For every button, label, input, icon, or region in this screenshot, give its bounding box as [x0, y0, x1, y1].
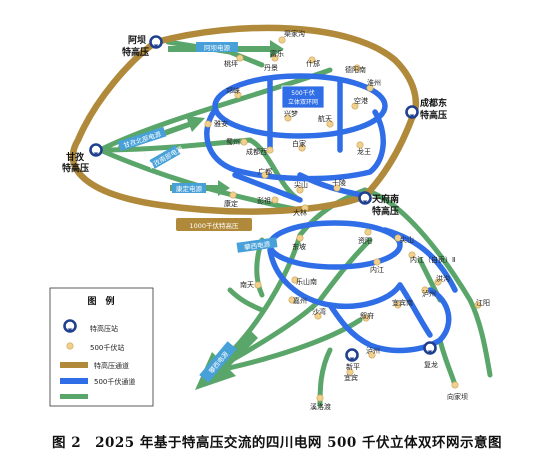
- station-label: 蜀州: [226, 138, 240, 146]
- svg-text:新平: 新平: [346, 362, 360, 371]
- station-label: 叙府: [360, 311, 374, 320]
- legend-label: 500千伏站: [90, 343, 124, 352]
- station-dot: [204, 120, 212, 128]
- station-dot: [271, 196, 279, 204]
- station-label: 尖山: [294, 180, 308, 189]
- uhv-ring: 1000千伏特高压: [69, 24, 420, 231]
- station-label: 江阳: [476, 298, 490, 307]
- station-label: 什邡: [306, 59, 320, 68]
- uhv-marker-icon: [89, 143, 103, 157]
- uhv-stations: 阿坝 特高压 甘孜 特高压 成都东 特高压 天府南 特高压 新平 复龙: [62, 34, 447, 371]
- station-label: 嘉州: [293, 296, 307, 305]
- svg-text:500千伏: 500千伏: [291, 89, 314, 97]
- station-dot: [229, 191, 237, 199]
- legend-label: 特高压站: [90, 324, 118, 333]
- ring-title: 500千伏 立体双环网: [281, 85, 325, 109]
- channel-aba: 阿坝电源: [204, 43, 231, 52]
- station-label: 桃坪: [224, 59, 238, 68]
- svg-text:特高压: 特高压: [122, 46, 149, 58]
- station-label: 彭祖: [257, 196, 271, 205]
- kv500-stations: 渠家沟 桃坪 富乐 丹景 什邡 德阳南 淮州 邛崃 雅安 兴梦 空港 蜀州 成都…: [204, 29, 490, 411]
- station-label: 溪洛渡: [310, 402, 331, 411]
- svg-text:成都东: 成都东: [420, 97, 447, 109]
- station-label: 成都西: [246, 147, 267, 156]
- station-label: 富乐: [270, 49, 284, 58]
- station-label: 向家坝: [447, 392, 468, 401]
- station-dot: [451, 381, 459, 389]
- station-label: 南天: [240, 280, 254, 289]
- station-label: 泸州: [422, 289, 436, 298]
- station-label: 淮州: [367, 78, 381, 87]
- uhv-marker-icon: [345, 348, 359, 362]
- station-dot: [240, 138, 248, 146]
- svg-text:特高压: 特高压: [372, 205, 399, 217]
- uhv-marker-icon: [358, 191, 372, 205]
- station-dot: [373, 258, 381, 266]
- station-label: 泸州: [366, 346, 380, 355]
- channel-panxi-1: 攀西电源: [244, 239, 271, 252]
- svg-text:立体双环网: 立体双环网: [288, 98, 318, 106]
- station-label: 乐山南: [296, 277, 317, 286]
- station-label: 东坡: [292, 242, 306, 251]
- station-label: 宜宾: [344, 373, 358, 382]
- station-label: 龙王: [357, 147, 371, 156]
- svg-text:特高压: 特高压: [62, 162, 89, 174]
- legend-title: 图 例: [87, 295, 114, 307]
- station-label: 兴梦: [284, 109, 298, 118]
- station-label: 十陵: [332, 178, 346, 187]
- uhv-marker-icon: [405, 105, 419, 119]
- legend-station-icon: [66, 342, 74, 350]
- station-label: 大林: [293, 208, 307, 217]
- svg-text:阿坝: 阿坝: [128, 34, 146, 46]
- station-label: 康定: [224, 199, 238, 208]
- station-label: 宜宾南: [392, 298, 413, 307]
- svg-text:特高压: 特高压: [420, 109, 447, 121]
- station-dot: [254, 281, 262, 289]
- station-label: 白家: [292, 139, 306, 148]
- station-label: 德阳南: [345, 65, 366, 74]
- station-label: 内江: [370, 265, 384, 274]
- station-label: 尖山: [400, 235, 414, 244]
- legend: 图 例 特高压站 500千伏站 特高压通道 500千伏通道: [49, 287, 154, 407]
- uhv-ring-label: 1000千伏特高压: [189, 221, 239, 230]
- legend-kv500-swatch: [60, 378, 88, 384]
- station-dot: [316, 394, 324, 402]
- station-dot: [296, 234, 304, 242]
- legend-label: 500千伏通道: [94, 377, 135, 386]
- station-dot: [364, 228, 372, 236]
- station-label: 沙湾: [312, 307, 326, 316]
- station-label: 航天: [318, 114, 332, 123]
- legend-green-swatch: [60, 394, 88, 399]
- station-label: 丹景: [264, 64, 278, 72]
- station-label: 资阳: [358, 236, 372, 245]
- station-label: 内江（自贡）Ⅱ: [410, 255, 455, 264]
- station-label: 空港: [354, 96, 368, 105]
- svg-text:复龙: 复龙: [424, 360, 438, 369]
- legend-uhv-icon: [63, 319, 77, 333]
- uhv-marker-icon: [423, 341, 437, 355]
- station-label: 广都: [258, 167, 272, 176]
- station-label: 邛崃: [226, 86, 240, 95]
- svg-text:天府南: 天府南: [372, 193, 399, 205]
- figure-caption: 图 2 2025 年基于特高压交流的四川电网 500 千伏立体双环网示意图: [52, 435, 502, 451]
- station-label: 雅安: [214, 119, 228, 128]
- station-label: 渠家沟: [284, 29, 305, 38]
- uhv-marker-icon: [149, 35, 163, 49]
- station-label: 洪沟: [436, 274, 450, 283]
- legend-label: 特高压通道: [94, 361, 129, 370]
- legend-uhv-swatch: [60, 362, 88, 368]
- channel-kangding: 康定电源: [176, 184, 203, 193]
- station-dot: [266, 146, 274, 154]
- svg-text:甘孜: 甘孜: [66, 151, 85, 163]
